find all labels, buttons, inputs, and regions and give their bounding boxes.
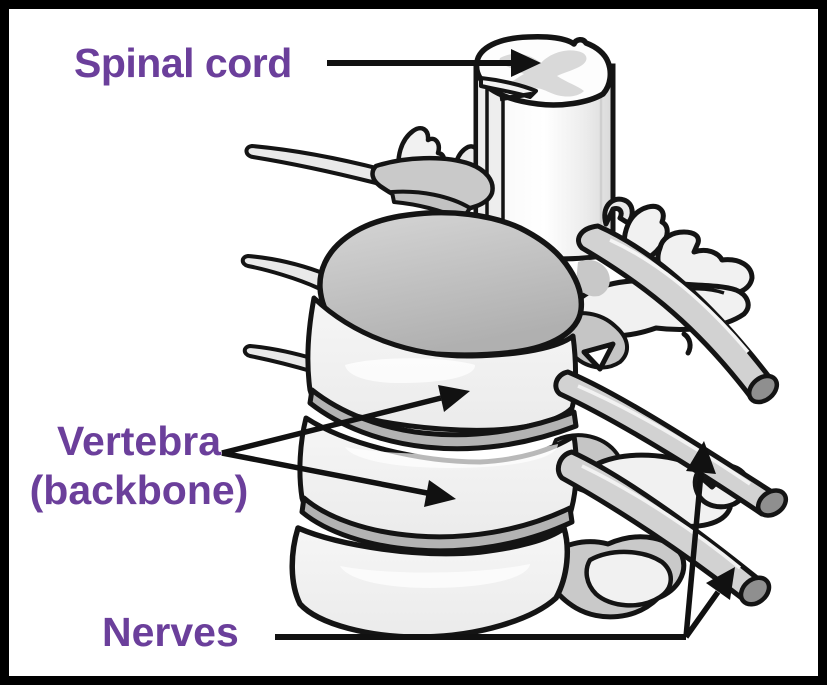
body-3-highlight (340, 564, 530, 588)
spinal-cord-front-strip (478, 80, 503, 253)
vertebra-label-line2: (backbone) (29, 467, 249, 513)
nerves-arrow-2-shaft (683, 590, 721, 639)
nerve-tube-3-highlight (581, 464, 742, 570)
vertebra-arrow-1-shaft (221, 395, 442, 456)
nerve-cut-end-1 (746, 373, 780, 405)
nerve-tube-2-highlight (577, 384, 751, 486)
cut-edge-flap (479, 76, 538, 99)
facet-gap-triangle (581, 341, 616, 372)
nerves-label: Nerves (102, 609, 239, 655)
vertebra-arrowhead-2 (424, 480, 456, 507)
nerve-tube-1 (576, 223, 773, 403)
nerve-cut-end-2 (755, 488, 789, 518)
spinal-cord-arrowhead (511, 49, 541, 77)
spinal-nerves-right (553, 223, 789, 607)
disc-2 (299, 495, 575, 554)
bottom-bone (584, 549, 673, 608)
nerves-arrow-1-shaft (683, 472, 704, 638)
nerves-arrowhead-2 (706, 567, 735, 600)
facet-hook (602, 196, 635, 227)
disc-1 (307, 387, 579, 452)
nerve-tube-2 (553, 369, 775, 517)
nerve-cut-end-3 (738, 575, 772, 607)
vertebra-arrow-2-shaft (221, 450, 428, 496)
body-1-highlight (345, 358, 476, 383)
nerve-tube-3 (555, 449, 760, 602)
spinal-cord-label: Spinal cord (74, 40, 292, 86)
cut-slit (499, 91, 533, 102)
nerves-arrowhead-1 (686, 441, 716, 474)
body-2-highlight (345, 444, 558, 468)
vertebral-column (289, 209, 585, 640)
left-thin-nerves (240, 254, 329, 374)
annotation-arrows (221, 49, 735, 640)
bone-shadow-upper (576, 259, 610, 297)
left-nerve-3 (242, 344, 320, 374)
nerve-tube-1-highlight (609, 238, 750, 354)
vertebra-label-line1: Vertebra (56, 418, 222, 464)
bone-hook-mark (681, 331, 693, 356)
vertebra-label: Vertebra (backbone) (8, 417, 270, 515)
left-nerve-2 (240, 254, 329, 290)
vertebra-arrowhead-1 (438, 385, 470, 412)
